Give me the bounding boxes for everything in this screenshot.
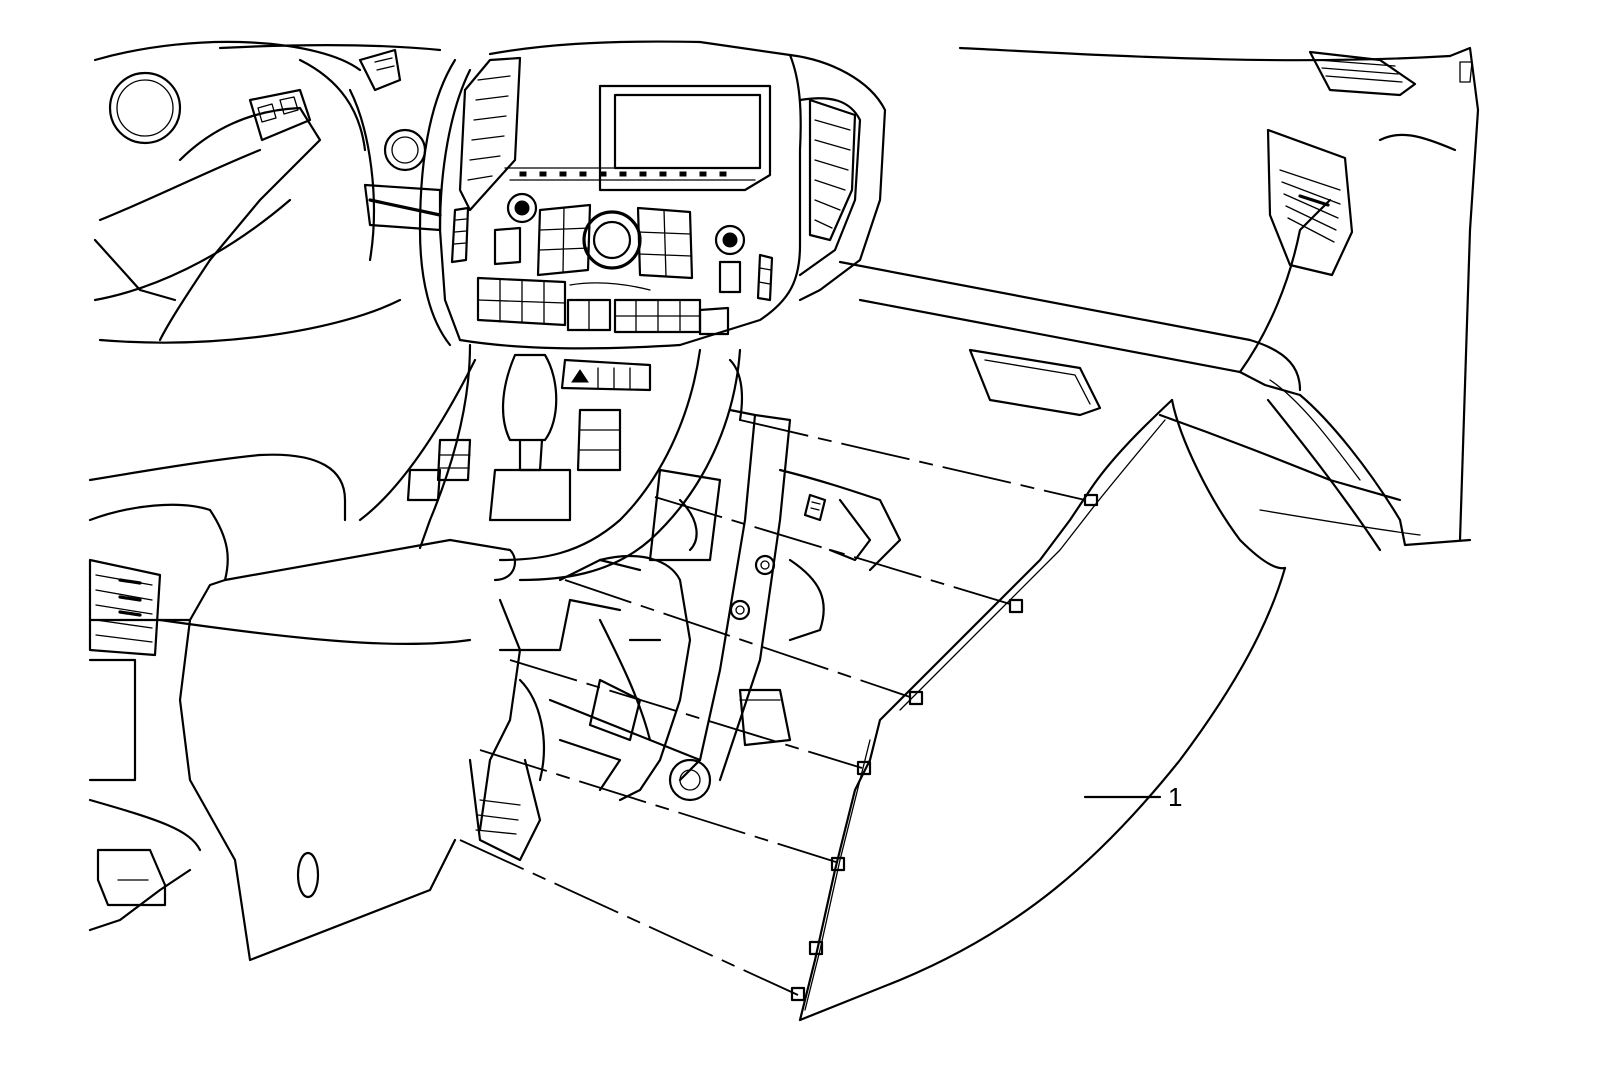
center-stack bbox=[418, 40, 887, 350]
dashboard-upper-panel bbox=[218, 44, 1480, 552]
steering-wheel bbox=[93, 40, 442, 344]
alignment-lines bbox=[459, 419, 1086, 996]
center-console bbox=[358, 343, 742, 582]
callout-label: 1 bbox=[1168, 782, 1182, 812]
support-bracket bbox=[468, 358, 902, 862]
console-side-panel bbox=[88, 453, 517, 962]
knee-bolster-trim-panel bbox=[790, 398, 1287, 1022]
callout-1: 1 bbox=[1083, 782, 1182, 812]
